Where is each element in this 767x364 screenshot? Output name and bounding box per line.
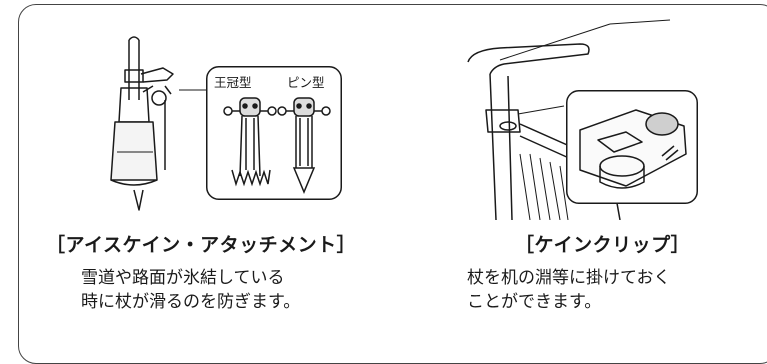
- cane-clip-detail-inset: [566, 90, 698, 204]
- cane-clip-description-line-2: ことができます。: [467, 292, 602, 312]
- ice-cane-heading: ［アイスケイン・アタッチメント］: [46, 234, 357, 256]
- cane-clip-description-line-1: 杖を机の淵等に掛けておく: [467, 268, 671, 288]
- cane-clip-heading: ［ケインクリップ］: [515, 234, 691, 256]
- ice-cane-attachment-illustration: [110, 36, 207, 211]
- attachment-types-inset: [206, 66, 342, 200]
- crown-type-label: 王冠型: [214, 75, 252, 90]
- ice-cane-description: 雪道や路面が氷結している 時に杖が滑るのを防ぎます。: [81, 266, 300, 314]
- cane-clip-description: 杖を机の淵等に掛けておく ことができます。: [467, 266, 671, 314]
- cane-clip-illustration: [467, 19, 671, 220]
- pin-type-label: ピン型: [287, 75, 325, 90]
- ice-cane-description-line-1: 雪道や路面が氷結している: [81, 268, 285, 288]
- ice-cane-description-line-2: 時に杖が滑るのを防ぎます。: [81, 292, 301, 312]
